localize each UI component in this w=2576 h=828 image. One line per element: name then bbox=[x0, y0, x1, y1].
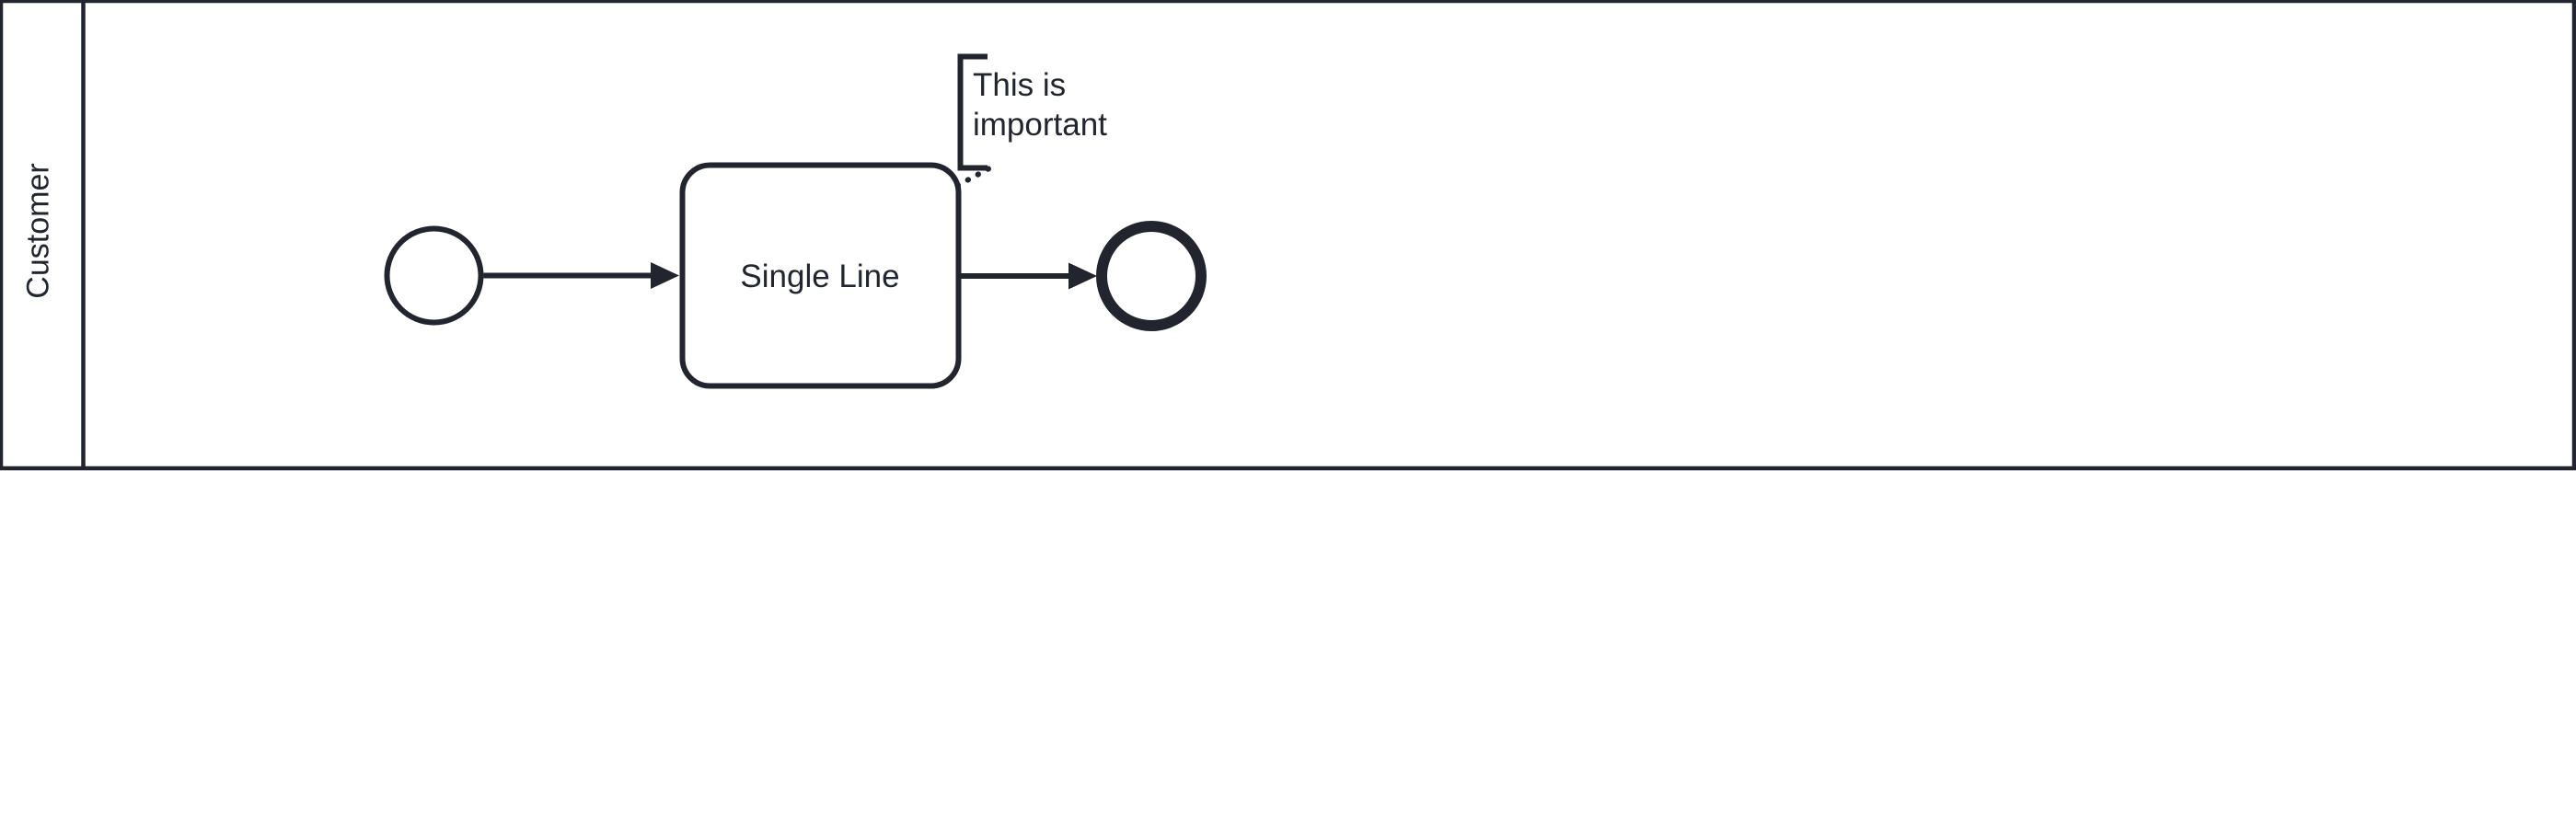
end-event[interactable] bbox=[1096, 221, 1207, 331]
sequence-flow-task-to-end[interactable] bbox=[961, 262, 1098, 290]
task-label: Single Line bbox=[740, 259, 900, 294]
start-event[interactable] bbox=[384, 225, 484, 326]
sequence-flow-start-to-task[interactable] bbox=[483, 262, 680, 289]
association-dotted-line[interactable] bbox=[952, 166, 991, 190]
lane-label: Customer bbox=[20, 163, 56, 299]
task-single-line[interactable] bbox=[679, 162, 962, 389]
text-annotation-bracket[interactable] bbox=[957, 53, 988, 171]
annotation-text: This is important bbox=[973, 67, 1107, 143]
pool-customer[interactable] bbox=[0, 0, 2576, 471]
arrowhead-icon bbox=[1069, 262, 1097, 290]
arrowhead-icon bbox=[651, 262, 679, 289]
